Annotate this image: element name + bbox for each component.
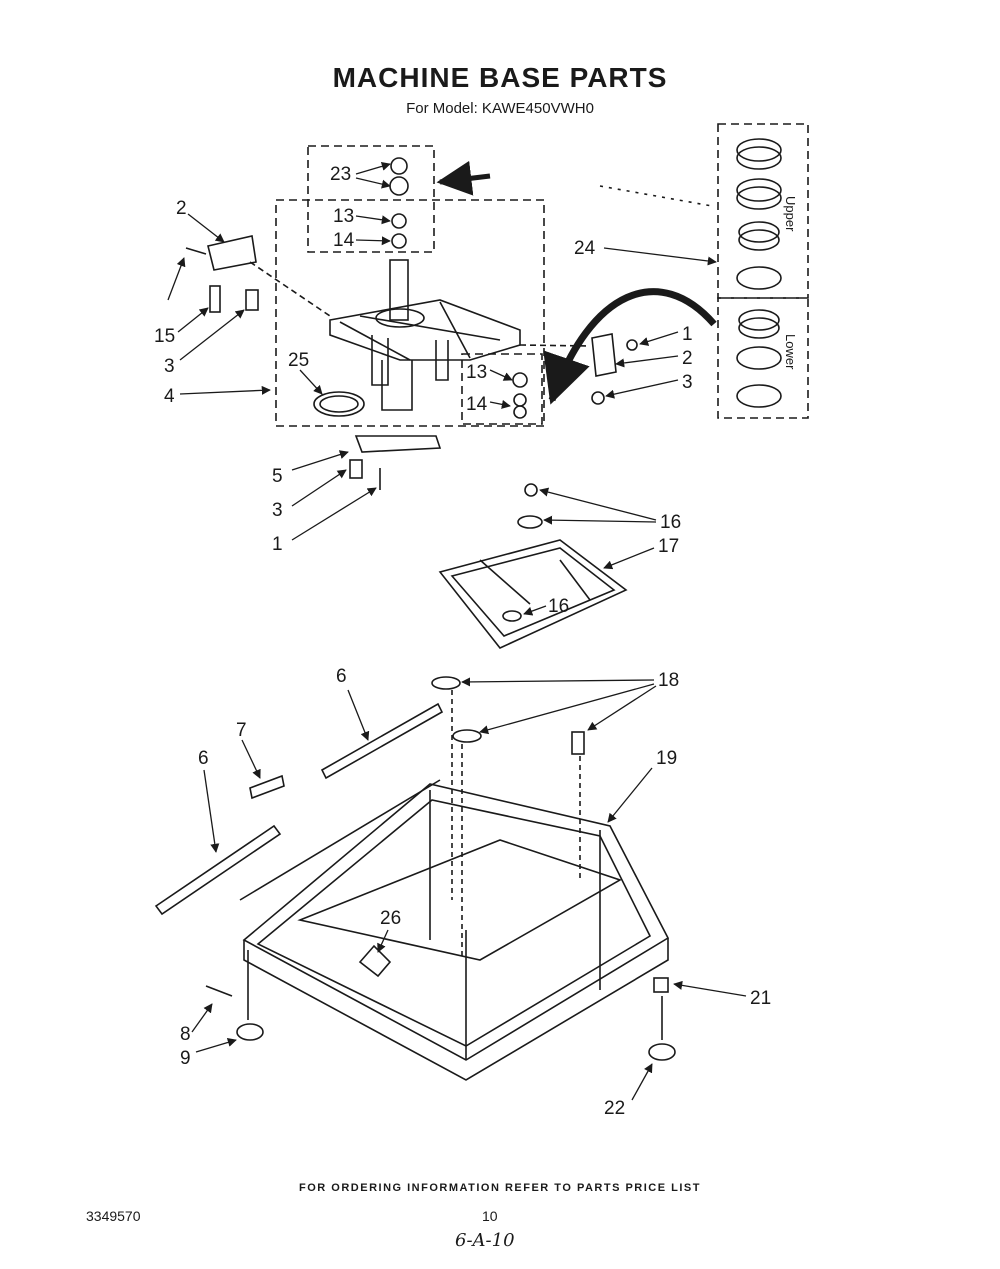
part-13-ring: [391, 213, 407, 229]
callout-1-right: 1: [682, 324, 693, 345]
callout-6-left: 6: [198, 748, 209, 769]
callout-1-bottom: 1: [272, 534, 283, 555]
group-box-23: [307, 145, 435, 253]
part-2-bracket-left: [207, 235, 257, 271]
callout-25: 25: [288, 350, 309, 371]
page-title: MACHINE BASE PARTS: [332, 62, 668, 93]
part-22-foot-right: [648, 1043, 676, 1061]
group-box-13-14: [461, 353, 543, 425]
part-21-nut: [653, 977, 669, 993]
callout-23: 23: [330, 164, 351, 185]
part-5-bracket: [354, 435, 442, 453]
callout-26: 26: [380, 908, 401, 929]
part-19-base-frame: [239, 690, 670, 1081]
upper-label: Upper: [783, 196, 798, 232]
callout-22: 22: [604, 1098, 625, 1119]
callout-17: 17: [658, 536, 679, 557]
callout-21: 21: [750, 988, 771, 1009]
part-7-clip: [249, 774, 285, 800]
callout-13-right: 13: [466, 362, 487, 383]
callout-14-top: 14: [333, 230, 355, 251]
part-3-spacer-bottom: [349, 459, 363, 479]
ordering-footer: FOR ORDERING INFORMATION REFER TO PARTS …: [299, 1182, 701, 1194]
callout-2-right: 2: [682, 348, 693, 369]
model-subtitle: For Model: KAWE450VWH0: [406, 100, 594, 117]
callout-9: 9: [180, 1048, 191, 1069]
callout-3-right: 3: [682, 372, 693, 393]
lower-label: Lower: [783, 334, 798, 370]
callout-3-left: 3: [164, 356, 175, 377]
part-23-cap-upper: [390, 157, 408, 175]
callout-16-inner: 16: [548, 596, 569, 617]
callout-3-bottom: 3: [272, 500, 283, 521]
callout-8: 8: [180, 1024, 191, 1045]
callout-7: 7: [236, 720, 247, 741]
part-3-spacer-left: [245, 289, 259, 311]
callout-14-right: 14: [466, 394, 488, 415]
part-6-rail-left: [154, 824, 282, 916]
curved-arrow: [543, 288, 717, 405]
part-6-rail-upper: [320, 702, 444, 780]
group-box-24-upper: [717, 123, 809, 299]
callout-24: 24: [574, 238, 596, 259]
page-number: 10: [482, 1208, 498, 1224]
part-14-ring: [391, 233, 407, 249]
gearcase-assembly: [329, 259, 521, 411]
part-25-ring: [313, 391, 365, 417]
callout-19: 19: [656, 748, 677, 769]
part-8-bolt: [205, 985, 233, 997]
part-9-foot-left: [236, 1023, 264, 1041]
part-17-shield: [438, 539, 628, 649]
callout-18: 18: [658, 670, 679, 691]
group-box-24-lower: [717, 297, 809, 419]
part-2-bracket-right: [591, 333, 617, 377]
callout-5: 5: [272, 466, 283, 487]
callout-13-top: 13: [333, 206, 354, 227]
callout-15: 15: [154, 326, 175, 347]
document-number: 3349570: [86, 1208, 141, 1224]
callout-4: 4: [164, 386, 175, 407]
handwritten-note: 6-A-10: [455, 1230, 515, 1251]
part-15-pin: [209, 285, 221, 313]
part-24-bearings: [736, 138, 782, 408]
callout-6-upper: 6: [336, 666, 347, 687]
part-23-cap-lower: [389, 176, 409, 196]
callout-16-top: 16: [660, 512, 681, 533]
group-box-4: [275, 199, 545, 427]
part-26-clip: [358, 944, 392, 978]
callout-2-left: 2: [176, 198, 187, 219]
